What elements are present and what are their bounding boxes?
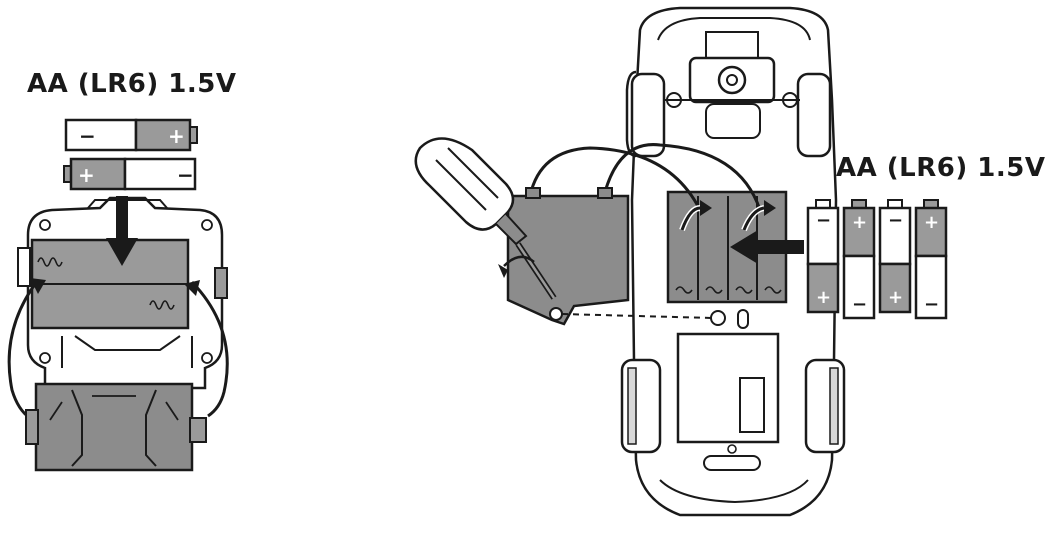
left-battery-spec-label: AA (LR6) 1.5V bbox=[27, 69, 236, 99]
insert-arrow bbox=[106, 196, 138, 266]
positive-sign: + bbox=[78, 163, 95, 187]
wheel bbox=[804, 358, 846, 454]
screw-icon bbox=[201, 352, 213, 364]
negative-sign: − bbox=[888, 210, 903, 231]
left-illustration: AA (LR6) 1.5V − + + − bbox=[7, 69, 236, 472]
positive-sign: + bbox=[888, 287, 903, 308]
screw-icon bbox=[727, 444, 737, 454]
screwdriver-icon bbox=[414, 137, 557, 300]
right-battery-3: − + bbox=[878, 199, 912, 314]
screw-icon bbox=[39, 352, 51, 364]
negative-sign: − bbox=[177, 163, 194, 187]
positive-sign: + bbox=[924, 212, 939, 233]
wheel bbox=[796, 72, 832, 158]
negative-sign: − bbox=[852, 294, 867, 315]
right-battery-1: − + bbox=[806, 199, 840, 314]
negative-sign: − bbox=[79, 124, 96, 148]
spring bbox=[735, 286, 753, 294]
steering-assembly bbox=[664, 31, 800, 139]
positive-sign: + bbox=[816, 287, 831, 308]
wheel bbox=[620, 358, 662, 454]
positive-sign: + bbox=[168, 124, 185, 148]
negative-sign: − bbox=[924, 294, 939, 315]
wheel bbox=[625, 70, 666, 158]
wire-direction-arrows bbox=[679, 200, 776, 232]
screw-icon bbox=[39, 219, 51, 231]
insert-arrow bbox=[730, 230, 804, 264]
right-battery-spec-label: AA (LR6) 1.5V bbox=[836, 153, 1045, 183]
rear-housing bbox=[676, 332, 780, 471]
car-battery-lid bbox=[506, 187, 630, 326]
positive-sign: + bbox=[852, 212, 867, 233]
spring bbox=[149, 300, 175, 310]
battery-cover bbox=[25, 382, 207, 472]
spring bbox=[764, 286, 782, 294]
battery-wires bbox=[528, 143, 762, 211]
screw-icon bbox=[201, 219, 213, 231]
alignment-dashed-line bbox=[561, 313, 713, 319]
left-battery-bottom: + − bbox=[63, 157, 197, 191]
spring bbox=[705, 286, 723, 294]
spring bbox=[675, 286, 693, 294]
lid-curve-arrows bbox=[7, 278, 229, 420]
negative-sign: − bbox=[816, 210, 831, 231]
right-battery-4: + − bbox=[914, 199, 948, 320]
left-battery-top: − + bbox=[64, 118, 198, 152]
remote-controller bbox=[17, 196, 228, 390]
screw-hole-icon bbox=[549, 307, 563, 321]
screw-hole-icon bbox=[710, 310, 726, 326]
spring bbox=[37, 257, 63, 267]
right-battery-2: + − bbox=[842, 199, 876, 320]
rc-car-chassis bbox=[620, 6, 846, 517]
right-illustration: AA (LR6) 1.5V bbox=[414, 6, 1045, 517]
